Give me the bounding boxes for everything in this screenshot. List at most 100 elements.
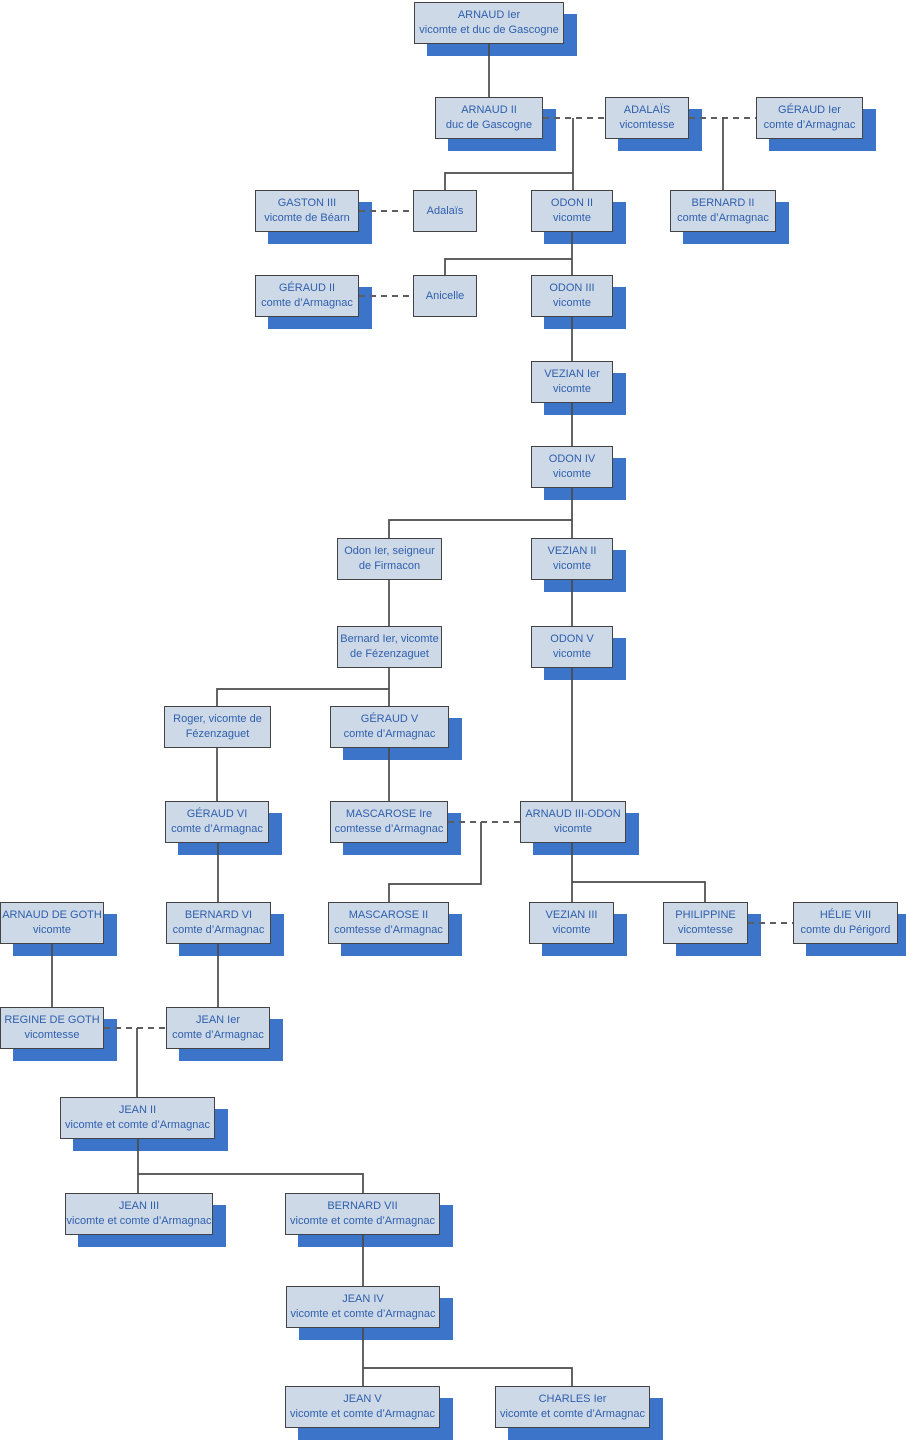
person-name: JEAN V	[343, 1393, 382, 1405]
person-title: vicomte et comte d’Armagnac	[290, 1215, 435, 1227]
tree-node-jean-ii: JEAN II vicomte et comte d’Armagnac	[60, 1097, 215, 1139]
person-name: BERNARD VI	[184, 909, 253, 921]
person-title: vicomte	[554, 823, 592, 835]
tree-node-jean-v: JEAN V vicomte et comte d’Armagnac	[285, 1386, 440, 1428]
person-name: ODON II	[550, 197, 594, 209]
person-title: vicomte et comte d’Armagnac	[290, 1408, 435, 1420]
person-title: comte d’Armagnac	[677, 212, 769, 224]
descent-line	[444, 258, 572, 275]
tree-node-arnaud-de-goth: ARNAUD DE GOTH vicomte	[0, 902, 104, 944]
person-title: vicomte	[553, 560, 591, 572]
person-name: ARNAUD Ier	[457, 9, 521, 21]
person-title: comte d’Armagnac	[763, 119, 856, 131]
person-title: vicomte	[553, 383, 591, 395]
tree-node-bernard-ii: BERNARD II comte d’Armagnac	[670, 190, 776, 232]
person-title: comtesse d’Armagnac	[334, 924, 443, 936]
tree-node-arnaud-iii-odon: ARNAUD III-ODON vicomte	[520, 801, 626, 843]
person-title: vicomte et comte d’Armagnac	[66, 1215, 212, 1227]
person-name: Roger, vicomte de	[173, 713, 262, 725]
person-name: JEAN Ier	[195, 1014, 240, 1026]
person-name: REGINE DE GOTH	[4, 1014, 100, 1026]
descent-line	[216, 688, 389, 706]
person-title: comte du Périgord	[800, 924, 891, 936]
person-name: MASCAROSE Ire	[345, 808, 433, 820]
person-name: VEZIAN II	[547, 545, 597, 557]
tree-node-jean-ier: JEAN Ier comte d’Armagnac	[166, 1007, 270, 1049]
descent-line	[363, 1367, 573, 1386]
descent-line	[138, 1173, 364, 1193]
tree-node-odon-iii: ODON III vicomte	[531, 275, 613, 317]
person-name: VEZIAN III	[545, 909, 598, 921]
person-title: comte d’Armagnac	[343, 728, 436, 740]
tree-node-adalais: Adalaïs	[413, 190, 477, 232]
person-title: vicomte	[33, 924, 71, 936]
person-name: ADALAÏS	[623, 104, 671, 116]
descent-line	[572, 881, 706, 902]
tree-node-geraud-ier: GÉRAUD Ier comte d’Armagnac	[756, 97, 863, 139]
person-name: MASCAROSE II	[348, 909, 429, 921]
person-name: BERNARD VII	[327, 1200, 398, 1212]
person-name: ARNAUD DE GOTH	[2, 909, 102, 921]
person-name: ODON III	[549, 282, 595, 294]
person-name: PHILIPPINE	[675, 909, 736, 921]
tree-node-odon-ii: ODON II vicomte	[531, 190, 613, 232]
person-name: BERNARD II	[691, 197, 755, 209]
person-name: JEAN II	[118, 1104, 157, 1116]
tree-node-jean-iv: JEAN IV vicomte et comte d’Armagnac	[286, 1286, 440, 1328]
person-title: de Firmacon	[358, 560, 421, 572]
person-title: vicomte de Béarn	[264, 212, 350, 224]
person-title: vicomte et duc de Gascogne	[419, 24, 559, 36]
person-title: vicomte et comte d’Armagnac	[65, 1119, 210, 1131]
tree-node-bernard-vii: BERNARD VII vicomte et comte d’Armagnac	[285, 1193, 440, 1235]
person-name: Adalaïs	[426, 204, 464, 217]
person-name: ARNAUD III-ODON	[525, 808, 621, 820]
person-name: JEAN IV	[342, 1293, 384, 1305]
person-title: vicomte et comte d’Armagnac	[500, 1408, 645, 1420]
tree-node-odon-iv: ODON IV vicomte	[531, 446, 613, 488]
descent-line	[388, 519, 572, 538]
tree-node-gaston-iii: GASTON III vicomte de Béarn	[255, 190, 359, 232]
tree-node-mascarose-ii: MASCAROSE II comtesse d’Armagnac	[328, 902, 449, 944]
person-name: Odon Ier, seigneur	[344, 545, 435, 557]
tree-node-odon-ier-firmacon: Odon Ier, seigneur de Firmacon	[337, 538, 442, 580]
person-name: GÉRAUD V	[360, 713, 419, 725]
tree-node-arnaud-ier: ARNAUD Ier vicomte et duc de Gascogne	[414, 2, 564, 44]
person-name: ARNAUD II	[461, 104, 517, 116]
person-name: CHARLES Ier	[538, 1393, 607, 1405]
tree-node-anicelle: Anicelle	[413, 275, 477, 317]
person-title: vicomte	[552, 924, 591, 936]
person-title: comte d’Armagnac	[172, 1029, 264, 1041]
person-title: de Fézenzaguet	[350, 648, 429, 660]
person-name: HÉLIE VIII	[819, 909, 872, 921]
person-name: GÉRAUD Ier	[778, 104, 841, 116]
tree-node-philippine: PHILIPPINE vicomtesse	[663, 902, 748, 944]
person-title: comte d’Armagnac	[171, 823, 263, 835]
person-name: Anicelle	[425, 289, 465, 302]
descent-line	[444, 172, 573, 190]
person-title: vicomte	[553, 468, 591, 480]
person-title: vicomte	[553, 297, 591, 309]
person-title: vicomte	[553, 648, 591, 660]
person-name: GÉRAUD VI	[186, 808, 248, 820]
person-title: vicomtesse	[24, 1029, 80, 1041]
person-title: vicomte et comte d’Armagnac	[290, 1308, 436, 1320]
person-name: GASTON III	[277, 197, 337, 209]
tree-node-geraud-vi: GÉRAUD VI comte d’Armagnac	[165, 801, 269, 843]
tree-node-geraud-v: GÉRAUD V comte d’Armagnac	[330, 706, 449, 748]
person-title: vicomte	[553, 212, 591, 224]
person-title: vicomtesse	[677, 924, 734, 936]
person-title: comte d’Armagnac	[261, 297, 353, 309]
tree-node-vezian-ii: VEZIAN II vicomte	[531, 538, 613, 580]
person-name: ODON V	[550, 633, 594, 645]
tree-node-charles-ier: CHARLES Ier vicomte et comte d’Armagnac	[495, 1386, 650, 1428]
person-name: ODON IV	[548, 453, 596, 465]
person-name: JEAN III	[118, 1200, 160, 1212]
